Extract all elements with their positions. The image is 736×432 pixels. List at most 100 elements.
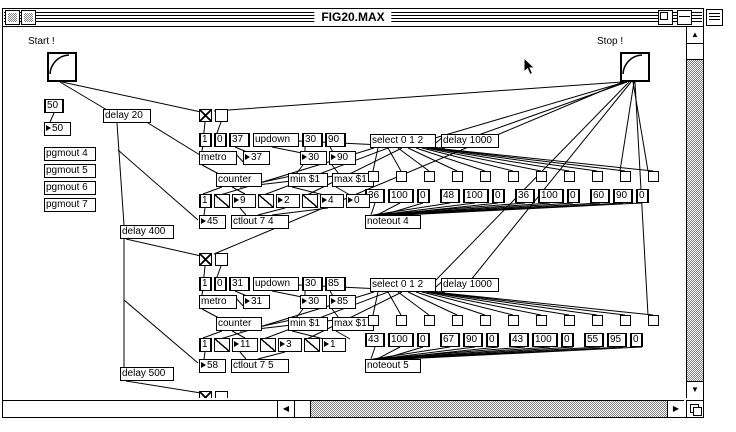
message-90[interactable]: 90 [463, 333, 483, 347]
vertical-scrollbar[interactable]: ▲ ▼ [686, 27, 703, 398]
empty-box[interactable] [648, 315, 659, 326]
object-select-0-1-2[interactable]: select 0 1 2 [370, 278, 436, 292]
object-pgmout-4[interactable]: pgmout 4 [44, 147, 96, 161]
object-metro[interactable]: metro [199, 151, 237, 165]
object-min-$1[interactable]: min $1 [288, 173, 328, 187]
object-counter[interactable]: counter [216, 317, 262, 331]
message-0[interactable]: 0 [567, 189, 580, 203]
resize-grow-box[interactable] [686, 400, 703, 417]
scroll-down-button[interactable]: ▼ [687, 381, 703, 398]
object-metro[interactable]: metro [199, 295, 237, 309]
scroll-right-button[interactable]: ▶ [667, 401, 684, 417]
slash-box[interactable] [302, 194, 318, 208]
horizontal-scrollbar[interactable]: ◀ ▶ [3, 400, 684, 417]
empty-box[interactable] [564, 315, 575, 326]
message-0[interactable]: 0 [417, 333, 430, 347]
object-delay-400[interactable]: delay 400 [120, 225, 174, 239]
empty-box[interactable] [592, 315, 603, 326]
message-100[interactable]: 100 [388, 333, 414, 347]
number-30[interactable]: 30 [300, 295, 327, 309]
object-delay-500[interactable]: delay 500 [120, 367, 174, 381]
message-100[interactable]: 100 [538, 189, 564, 203]
collapsed-window-icon[interactable] [706, 9, 723, 26]
number-3[interactable]: 3 [278, 338, 302, 352]
vertical-scroll-thumb[interactable] [687, 44, 703, 60]
object-delay-1000[interactable]: delay 1000 [441, 134, 499, 148]
message-0[interactable]: 0 [630, 333, 643, 347]
empty-box[interactable] [620, 171, 631, 182]
object-counter[interactable]: counter [216, 173, 262, 187]
object-min-$1[interactable]: min $1 [288, 317, 328, 331]
message-100[interactable]: 100 [532, 333, 558, 347]
object-ctlout-7-5[interactable]: ctlout 7 5 [231, 359, 289, 373]
scroll-up-button[interactable]: ▲ [687, 27, 703, 44]
message-0[interactable]: 0 [214, 277, 227, 291]
object-delay-20[interactable]: delay 20 [103, 109, 151, 123]
slash-box[interactable] [214, 338, 230, 352]
patcher-mode-box[interactable] [21, 10, 36, 25]
empty-box[interactable] [480, 171, 491, 182]
slash-box[interactable] [258, 194, 274, 208]
object-noteout-4[interactable]: noteout 4 [365, 215, 421, 229]
number-85[interactable]: 85 [329, 295, 356, 309]
message-0[interactable]: 0 [561, 333, 574, 347]
empty-box[interactable] [536, 171, 547, 182]
message-0[interactable]: 0 [214, 133, 227, 147]
empty-box[interactable] [508, 315, 519, 326]
message-48[interactable]: 48 [440, 189, 460, 203]
start-button[interactable] [47, 52, 77, 82]
empty-box[interactable] [424, 171, 435, 182]
object-pgmout-7[interactable]: pgmout 7 [44, 198, 96, 212]
number-45[interactable]: 45 [199, 215, 226, 229]
object-updown[interactable]: updown [253, 277, 299, 291]
number-37[interactable]: 37 [243, 151, 270, 165]
message-0[interactable]: 0 [492, 189, 505, 203]
message-100[interactable]: 100 [463, 189, 489, 203]
windowshade-box[interactable] [677, 10, 692, 25]
empty-box[interactable] [648, 171, 659, 182]
message-50[interactable]: 50 [44, 99, 64, 113]
number-0[interactable]: 0 [346, 194, 370, 208]
empty-box[interactable] [368, 315, 379, 326]
empty-box[interactable] [564, 171, 575, 182]
message-0[interactable]: 0 [636, 189, 649, 203]
stop-button[interactable] [620, 52, 650, 82]
number-2[interactable]: 2 [276, 194, 300, 208]
number-1[interactable]: 1 [322, 338, 346, 352]
slash-box[interactable] [214, 194, 230, 208]
message-43[interactable]: 43 [365, 333, 385, 347]
message-30[interactable]: 30 [302, 277, 323, 291]
empty-box[interactable] [215, 109, 228, 122]
close-box[interactable] [5, 10, 20, 25]
empty-box[interactable] [396, 171, 407, 182]
toggle-box[interactable] [199, 391, 212, 398]
number-50[interactable]: 50 [44, 122, 71, 136]
empty-box[interactable] [215, 253, 228, 266]
empty-box[interactable] [368, 171, 379, 182]
message-0[interactable]: 0 [417, 189, 430, 203]
message-55[interactable]: 55 [584, 333, 604, 347]
number-58[interactable]: 58 [199, 359, 226, 373]
message-1[interactable]: 1 [199, 277, 212, 291]
hscroll-track[interactable] [294, 401, 667, 417]
number-9[interactable]: 9 [232, 194, 256, 208]
title-bar[interactable]: FIG20.MAX [3, 9, 703, 27]
horizontal-scroll-thumb[interactable] [294, 401, 311, 417]
object-select-0-1-2[interactable]: select 0 1 2 [370, 134, 436, 148]
message-100[interactable]: 100 [388, 189, 414, 203]
message-1[interactable]: 1 [199, 338, 212, 352]
message-43[interactable]: 43 [509, 333, 529, 347]
object-updown[interactable]: updown [253, 133, 299, 147]
empty-box[interactable] [508, 171, 519, 182]
message-30[interactable]: 30 [302, 133, 323, 147]
message-31[interactable]: 31 [229, 277, 250, 291]
scroll-left-button[interactable]: ◀ [277, 401, 295, 417]
slash-box[interactable] [260, 338, 276, 352]
message-60[interactable]: 60 [590, 189, 610, 203]
empty-box[interactable] [620, 315, 631, 326]
toggle-box[interactable] [199, 253, 212, 266]
empty-box[interactable] [424, 315, 435, 326]
message-67[interactable]: 67 [440, 333, 460, 347]
empty-box[interactable] [215, 391, 228, 398]
message-95[interactable]: 95 [607, 333, 627, 347]
